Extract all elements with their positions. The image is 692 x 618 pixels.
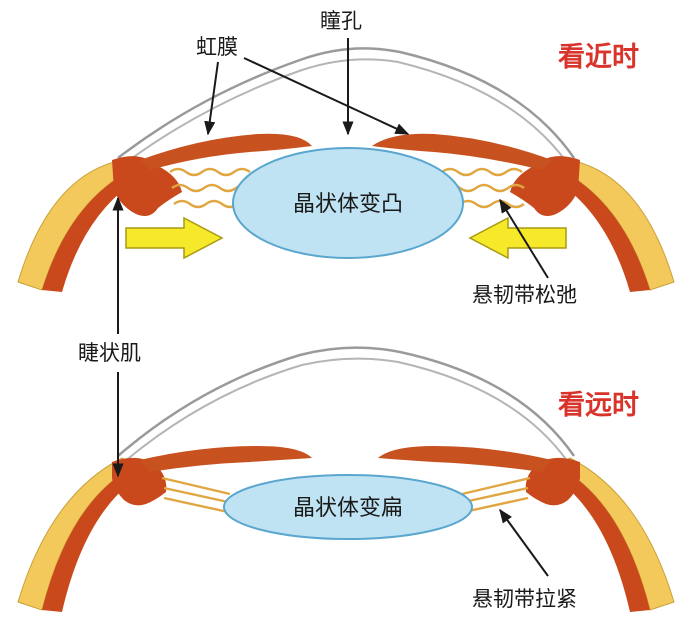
near-zonule-leader — [499, 198, 549, 279]
pupil-label: 瞳孔 — [320, 9, 362, 33]
far-cornea-outer — [117, 346, 576, 457]
far-lens — [223, 474, 473, 540]
near-zonule-label: 悬韧带松弛 — [472, 283, 577, 307]
near-ciliary-body-right — [510, 156, 580, 216]
near-cornea-outer — [117, 47, 576, 159]
far-zonule-label: 悬韧带拉紧 — [472, 587, 577, 611]
far-choroid-right — [552, 466, 650, 612]
near-ciliary-body-left — [112, 156, 182, 216]
far-state-label: 看远时 — [558, 390, 639, 421]
near-lens-label: 晶状体变凸 — [293, 192, 403, 217]
yellow-left-arrow-icon — [468, 216, 567, 260]
far-iris-left — [140, 446, 312, 472]
far-choroid-left — [42, 466, 140, 612]
near-iris-right — [372, 133, 552, 170]
near-state-label: 看近时 — [558, 42, 639, 73]
near-eye: 晶状体变凸 — [17, 47, 675, 292]
near-choroid-right — [552, 168, 650, 292]
ciliary-muscle-label: 睫状肌 — [78, 341, 141, 365]
iris-leader-right — [243, 57, 410, 135]
near-iris-left — [140, 133, 312, 170]
far-iris-right — [378, 446, 552, 472]
far-zonule-leader — [499, 508, 549, 577]
yellow-right-arrow-icon — [125, 216, 224, 260]
near-choroid-left — [42, 168, 140, 292]
near-cornea-inner — [123, 58, 569, 165]
far-eye: 晶状体变扁 — [17, 346, 675, 612]
far-lens-label: 晶状体变扁 — [293, 496, 403, 521]
far-zonules-taut — [161, 476, 531, 514]
iris-label: 虹膜 — [196, 35, 238, 59]
iris-leader-left — [204, 61, 219, 136]
near-lens — [232, 147, 464, 259]
far-cornea-inner — [123, 357, 569, 463]
